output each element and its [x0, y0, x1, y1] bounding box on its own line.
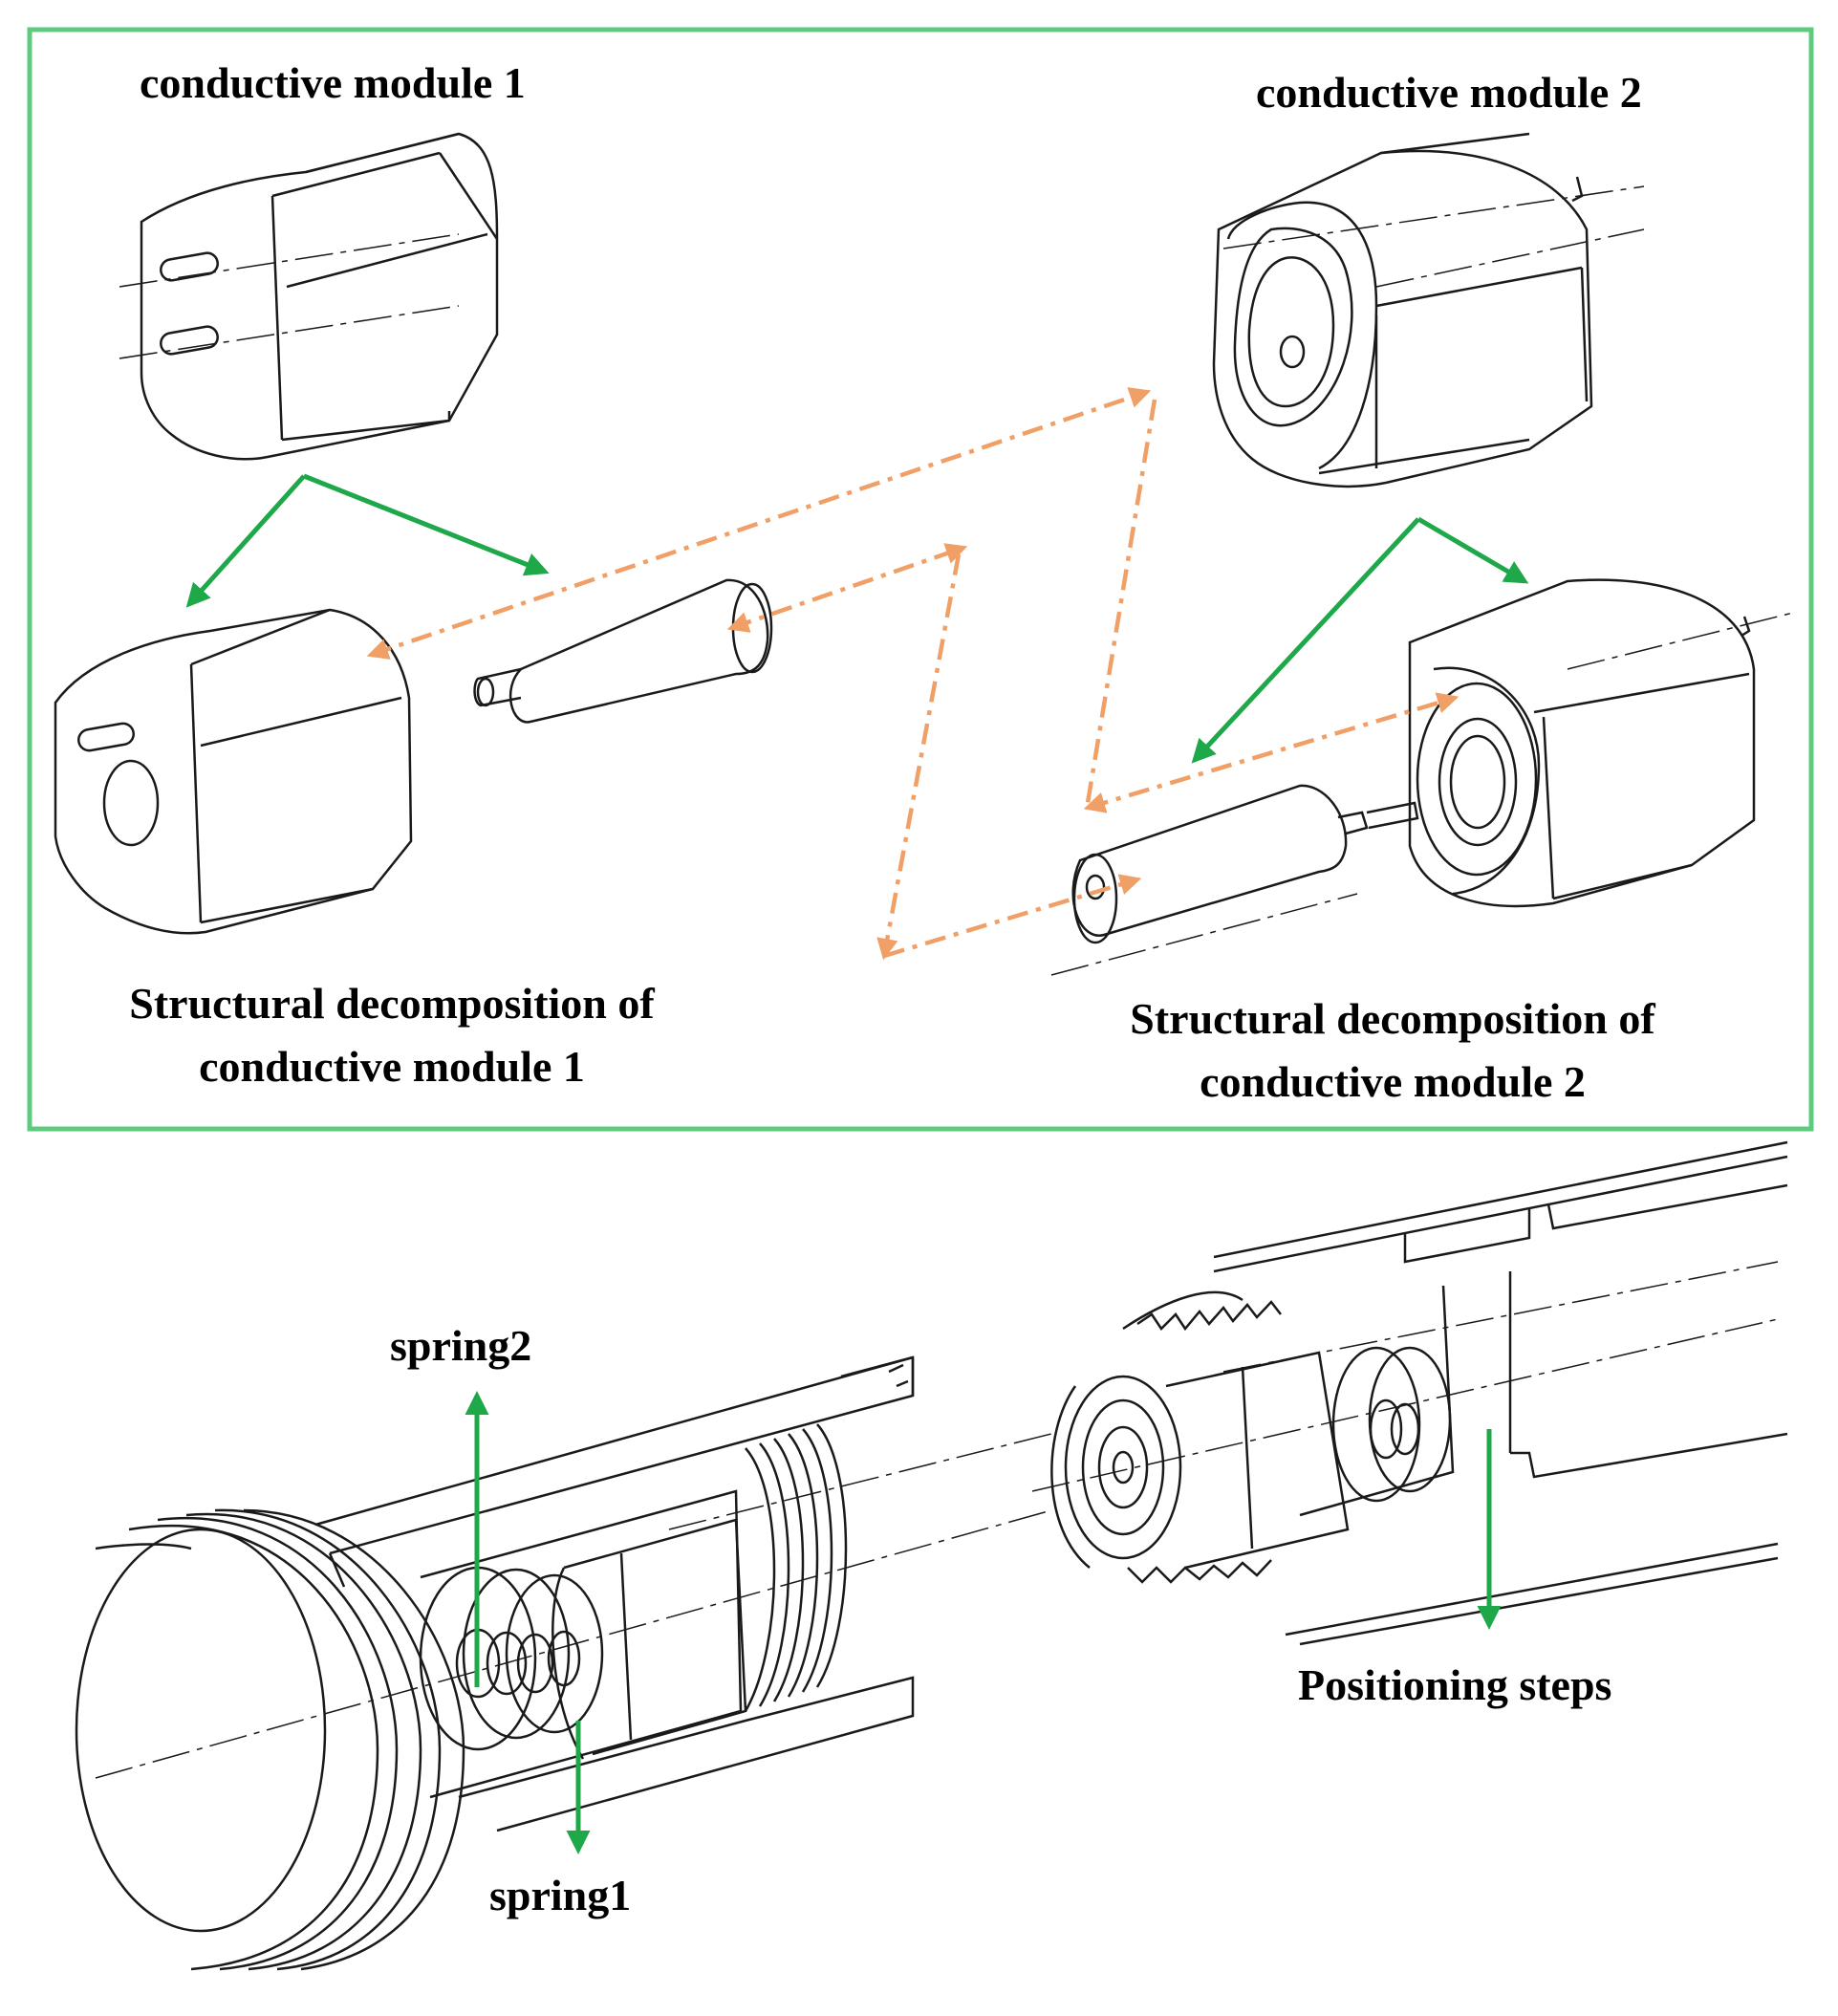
- decomposition-2-pin: [1050, 784, 1419, 976]
- label-decomposition-1-line1: Structural decomposition of: [129, 979, 655, 1028]
- label-decomposition-1: Structural decomposition of conductive m…: [57, 972, 726, 1098]
- bottom-right-assembly: [1031, 1140, 1788, 1646]
- label-decomposition-2-line1: Structural decomposition of: [1130, 994, 1655, 1043]
- label-decomposition-1-line2: conductive module 1: [199, 1042, 585, 1091]
- label-spring2: spring2: [390, 1321, 532, 1370]
- label-decomposition-2-line2: conductive module 2: [1200, 1057, 1586, 1106]
- decomposition-1-pin: [473, 578, 773, 724]
- orange-arrows: [366, 387, 1460, 961]
- bottom-left-assembly: [75, 1355, 1052, 1971]
- label-spring1: spring1: [489, 1871, 632, 1919]
- label-conductive-module-1: conductive module 1: [140, 58, 526, 107]
- label-positioning-steps: Positioning steps: [1298, 1660, 1612, 1709]
- label-decomposition-2: Structural decomposition of conductive m…: [1058, 987, 1727, 1114]
- top-panel-frame: [27, 27, 1814, 1132]
- conductive-module-2-drawing: [1212, 132, 1645, 488]
- decomposition-2-housing: [1408, 578, 1798, 908]
- decomposition-1-housing: [54, 608, 413, 935]
- conductive-module-1-drawing: [119, 132, 499, 461]
- label-conductive-module-2: conductive module 2: [1256, 68, 1642, 117]
- green-arrows-top: [185, 473, 1529, 764]
- green-arrows-bottom: [465, 1391, 1502, 1854]
